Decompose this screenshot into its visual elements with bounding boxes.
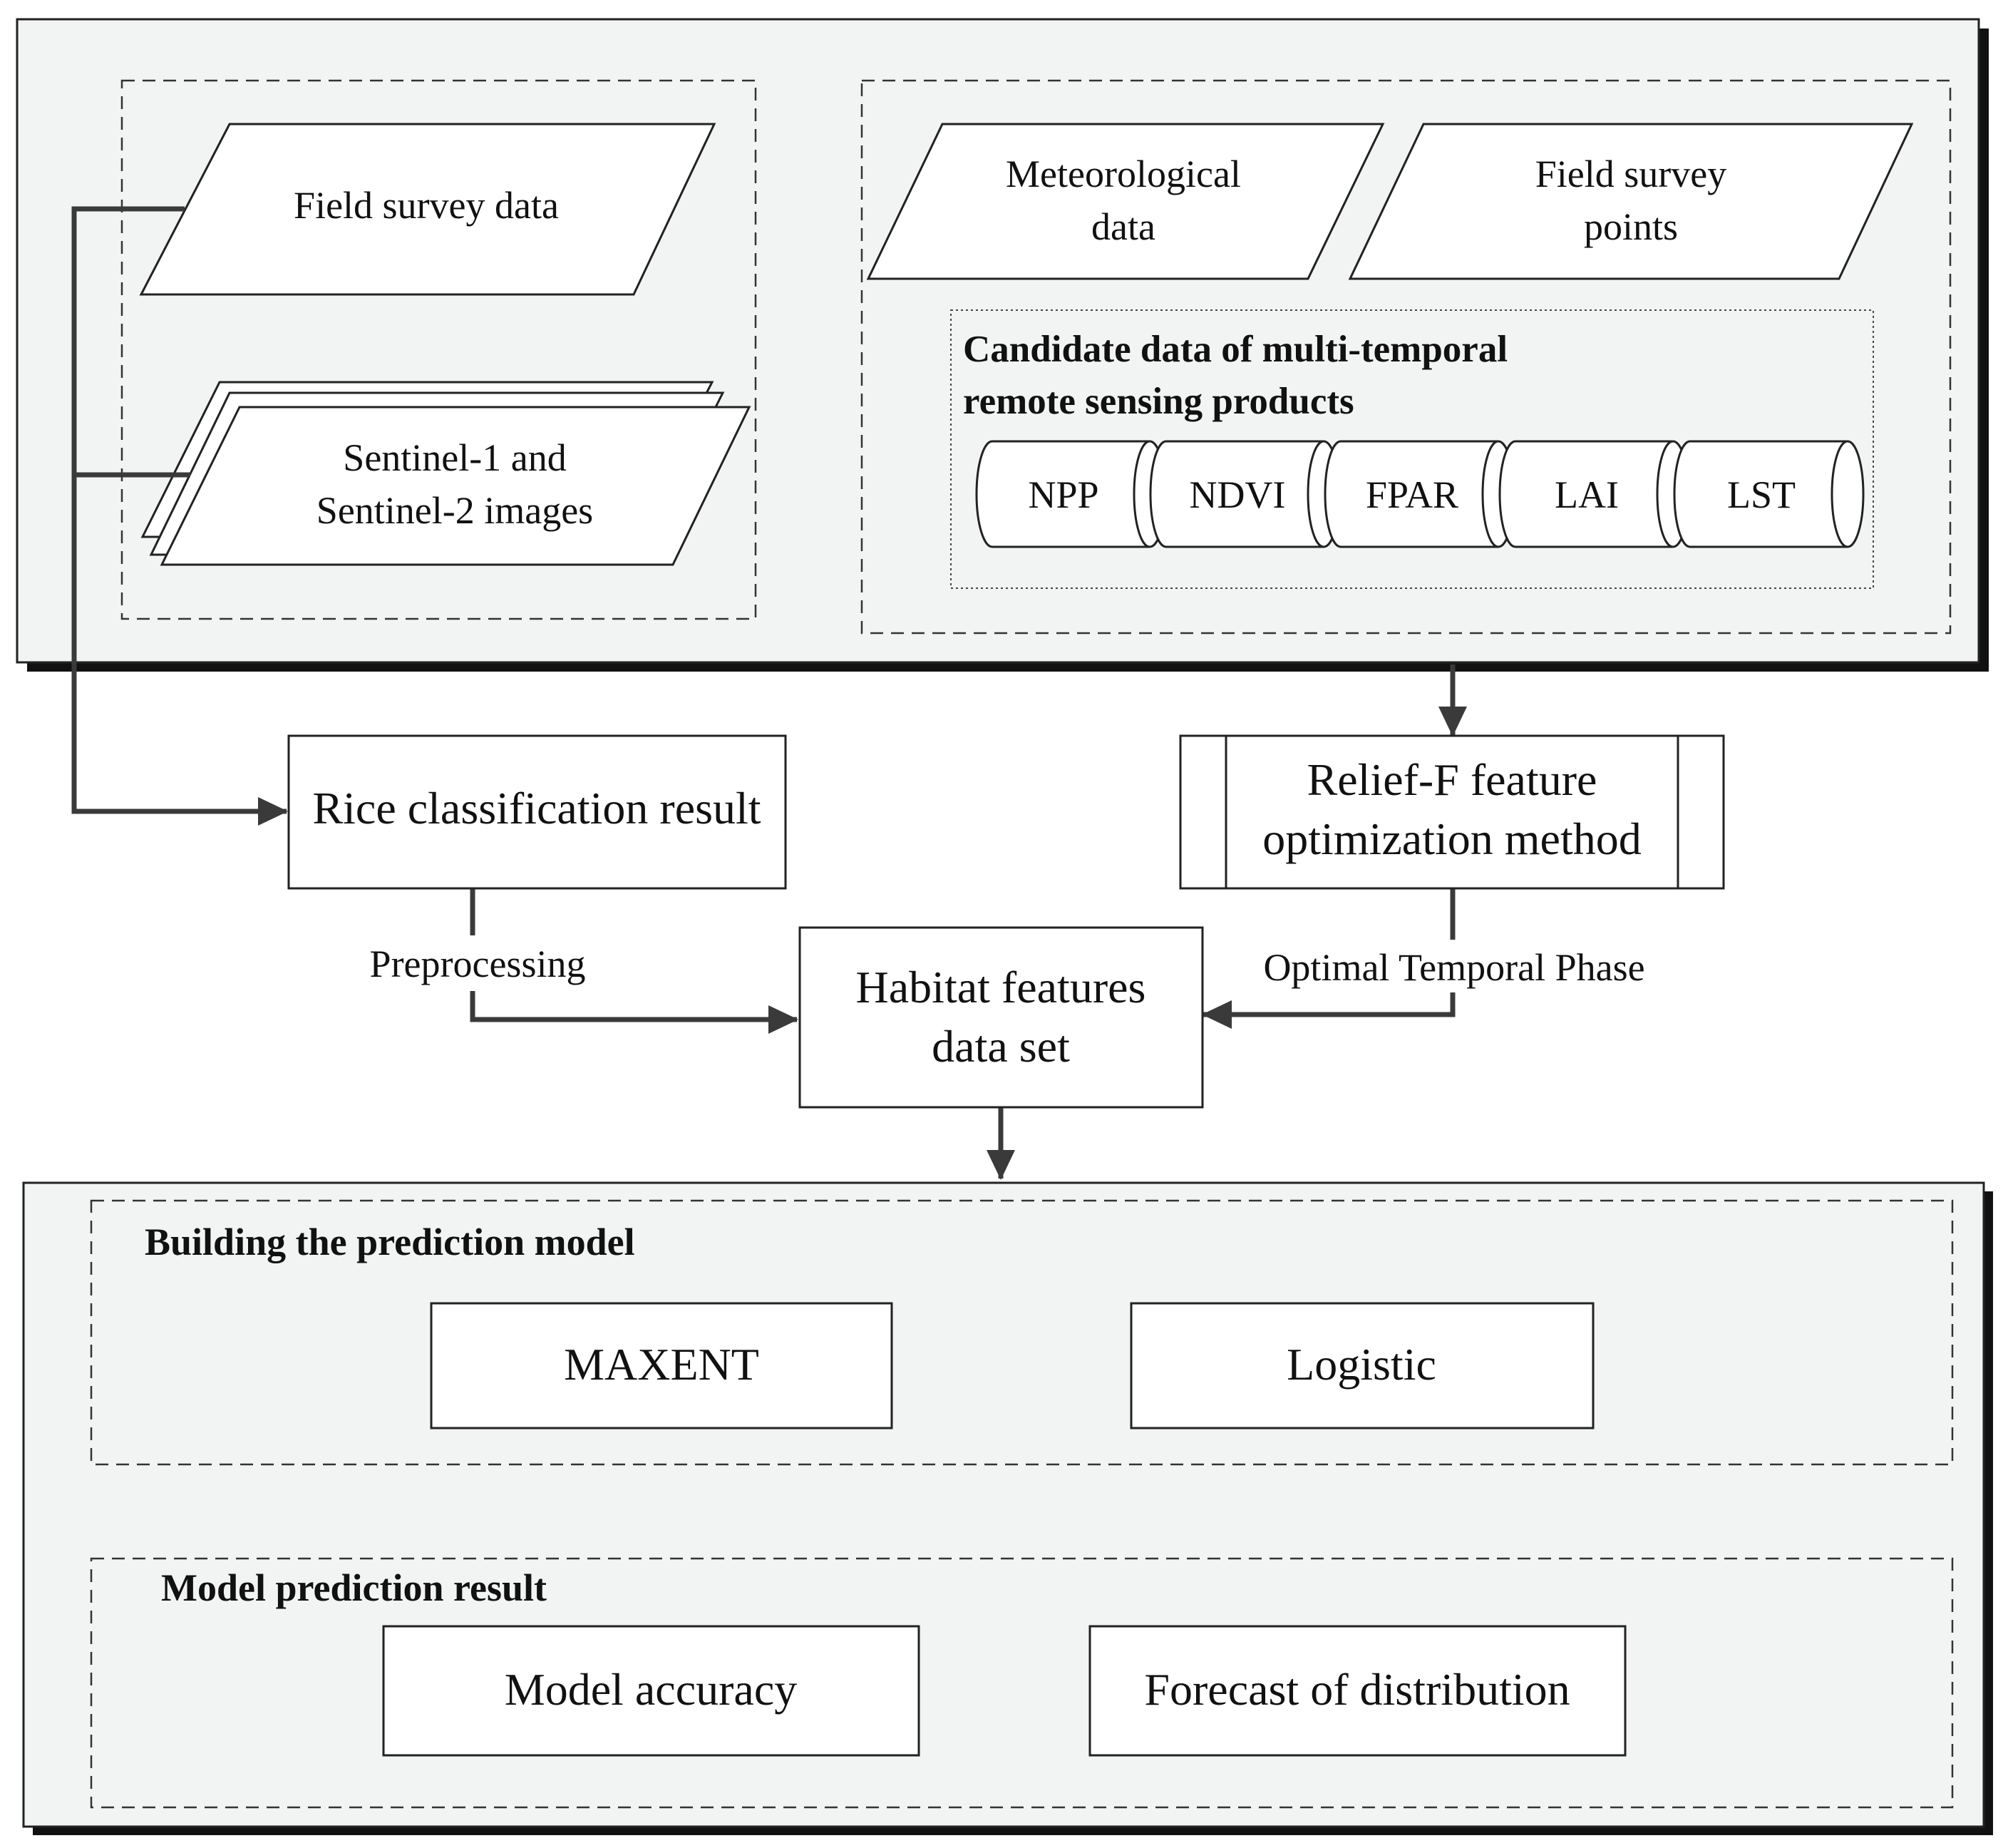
input-data-group — [120, 79, 757, 620]
rice-classification-node: Rice classification result — [287, 734, 787, 890]
meteorological-data-label-line1: Meteorological — [1006, 153, 1241, 195]
candidate-data-title-line1: Candidate data of multi-temporal — [963, 329, 1508, 370]
product-npp-label: NPP — [1028, 473, 1098, 516]
habitat-features-label-line2: data set — [932, 1021, 1070, 1072]
habitat-features-node: Habitat features data set — [798, 926, 1204, 1109]
sentinel-images-label-line2: Sentinel-2 images — [316, 489, 593, 532]
logistic-box — [1130, 1302, 1595, 1429]
field-survey-points-label-line2: points — [1584, 205, 1678, 248]
optimal-temporal-phase-label: Optimal Temporal Phase — [1263, 946, 1644, 989]
forecast-box — [1088, 1625, 1627, 1757]
meteorological-data-label-line2: data — [1091, 205, 1155, 248]
candidate-data-title-line2: remote sensing products — [963, 381, 1354, 422]
rice-classification-label: Rice classification result — [312, 783, 761, 833]
relief-f-label-line1: Relief-F feature — [1307, 754, 1597, 805]
maxent-label: MAXENT — [564, 1339, 759, 1390]
model-accuracy-box — [382, 1625, 920, 1757]
forecast-label: Forecast of distribution — [1144, 1664, 1570, 1715]
top-panel: Field survey data Sentinel-1 and Sentine… — [16, 18, 1989, 672]
product-npp: NPP — [975, 440, 1167, 548]
sentinel-images-label-line1: Sentinel-1 and — [343, 436, 566, 479]
habitat-features-label-line1: Habitat features — [856, 962, 1146, 1012]
field-survey-points-shape — [1348, 123, 1914, 280]
product-lai-label: LAI — [1555, 473, 1619, 516]
preprocessing-label: Preprocessing — [370, 943, 586, 985]
product-lst-label: LST — [1727, 473, 1796, 516]
field-survey-to-rice-arrow — [71, 206, 288, 826]
product-lai: LAI — [1498, 440, 1690, 548]
meteorological-data-shape — [866, 123, 1385, 280]
logistic-label: Logistic — [1287, 1339, 1436, 1390]
product-ndvi: NDVI — [1149, 440, 1341, 548]
field-survey-data-shape — [139, 123, 716, 296]
maxent-box — [430, 1302, 893, 1429]
candidate-data-group — [950, 309, 1874, 589]
preprocessing-arrow — [470, 991, 798, 1034]
prediction-result-group — [90, 1557, 1954, 1809]
field-survey-data-label: Field survey data — [294, 184, 559, 227]
product-fpar: FPAR — [1324, 440, 1515, 548]
relief-f-node: Relief-F feature optimization method — [1179, 734, 1725, 890]
prediction-result-title: Model prediction result — [161, 1566, 547, 1609]
building-model-title: Building the prediction model — [145, 1221, 635, 1263]
product-fpar-label: FPAR — [1366, 473, 1458, 516]
product-ndvi-label: NDVI — [1190, 473, 1286, 516]
building-model-group — [90, 1199, 1954, 1466]
field-survey-points-label-line1: Field survey — [1535, 153, 1726, 195]
auxiliary-data-group — [860, 79, 1952, 635]
optimal-phase-arrow — [1202, 992, 1456, 1029]
connectors — [71, 206, 1467, 1180]
sentinel-images-shape — [160, 406, 751, 566]
relief-f-label-line2: optimization method — [1262, 813, 1641, 864]
bottom-panel: Building the prediction model MAXENT Log… — [22, 1181, 1993, 1835]
product-lst: LST — [1673, 440, 1865, 548]
model-accuracy-label: Model accuracy — [505, 1664, 797, 1715]
bottom-panel-box — [22, 1181, 1985, 1828]
